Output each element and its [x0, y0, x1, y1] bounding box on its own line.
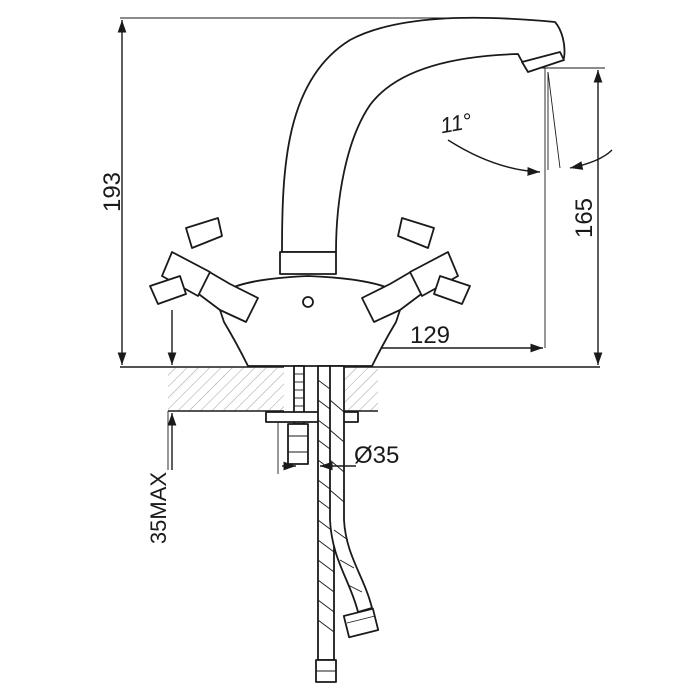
dim-label-35max: 35MAX: [146, 472, 171, 544]
dimension-spout-height: 165: [571, 70, 603, 365]
right-handle: [361, 217, 471, 323]
dim-label-angle: 11°: [438, 108, 474, 138]
dim-label-193: 193: [99, 172, 126, 212]
countertop: [120, 366, 600, 412]
faucet-spout: [279, 16, 566, 275]
dimension-mount-diameter: Ø35: [277, 422, 399, 474]
dim-label-129: 129: [410, 322, 450, 349]
dimension-swivel-angle: 11°: [438, 71, 613, 176]
left-handle: [149, 217, 259, 323]
mounting-hardware: [265, 365, 359, 465]
supply-hoses: [315, 365, 380, 683]
dim-label-165: 165: [571, 198, 598, 238]
dimension-max-thickness: 35MAX: [146, 310, 177, 544]
indicator-dot: [302, 296, 314, 308]
dim-label-diameter: Ø35: [354, 442, 399, 469]
dimension-total-height: 193: [99, 20, 127, 365]
